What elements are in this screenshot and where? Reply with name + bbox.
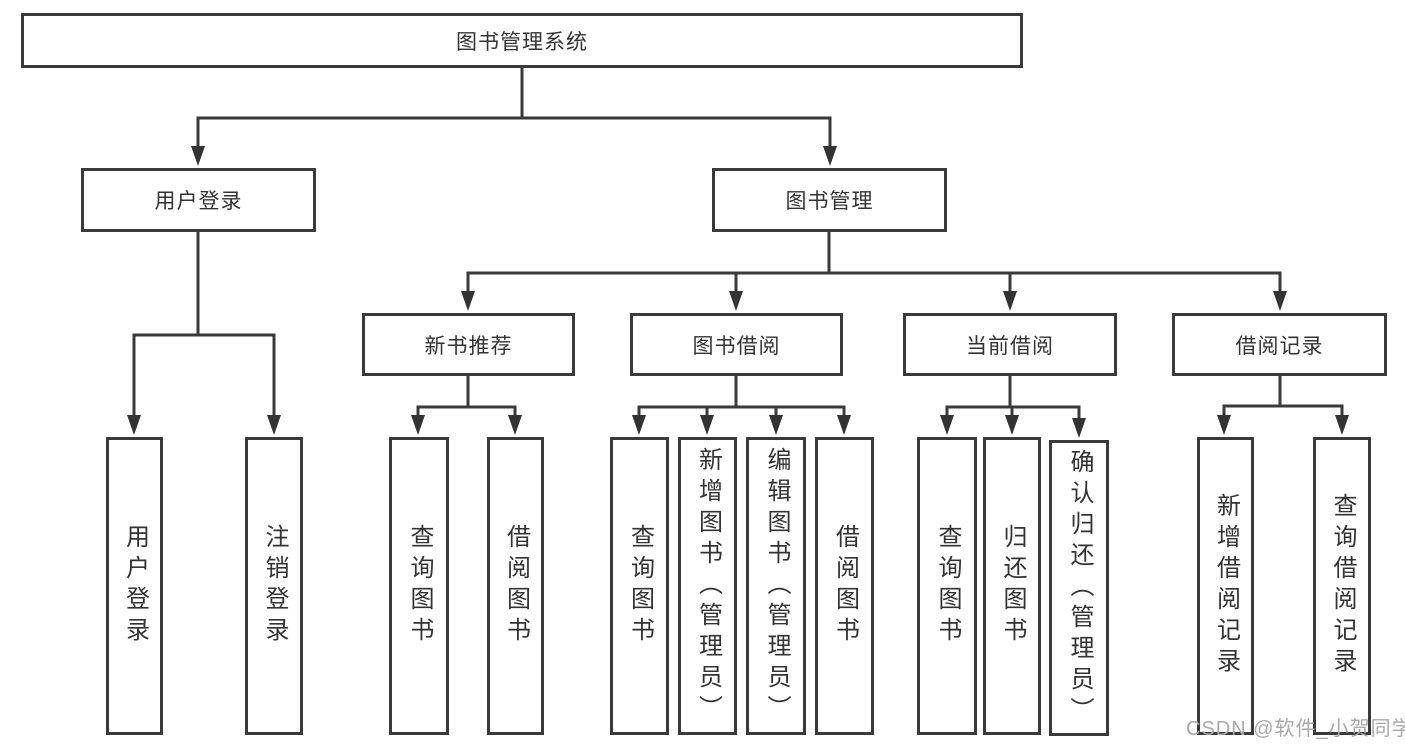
node-current-borrow: 当前借阅 <box>903 313 1117 376</box>
node-new-book-recommend: 新书推荐 <box>362 313 575 376</box>
csdn-watermark: CSDN @软件_小贺同学 <box>1186 718 1405 740</box>
leaf-confirm-return-admin: 确认归还（管理员） <box>1049 440 1109 736</box>
leaf-query-books-borrow: 查询图书 <box>610 437 669 735</box>
edge-book-borrow-to-leaves <box>632 376 851 435</box>
leaf-add-books-admin: 新增图书（管理员） <box>678 437 737 735</box>
edge-book-management-to-level3 <box>461 232 1287 311</box>
node-book-management: 图书管理 <box>712 168 947 232</box>
leaf-borrow-books: 借阅图书 <box>815 437 874 735</box>
node-library-management-system: 图书管理系统 <box>21 13 1023 68</box>
leaf-return-books: 归还图书 <box>983 437 1041 735</box>
leaf-query-borrow-record: 查询借阅记录 <box>1313 437 1371 735</box>
node-user-login: 用户登录 <box>81 168 316 232</box>
leaf-logout-login: 注销登录 <box>245 437 303 735</box>
node-book-borrow: 图书借阅 <box>630 313 843 376</box>
edge-current-borrow-to-leaves <box>940 376 1086 438</box>
edge-root-to-level2 <box>191 68 837 166</box>
edge-user-login-to-leaves <box>127 232 281 435</box>
leaf-query-books-recommend: 查询图书 <box>389 437 449 735</box>
leaf-borrow-books-recommend: 借阅图书 <box>487 437 544 735</box>
leaf-edit-books-admin: 编辑图书（管理员） <box>746 437 806 735</box>
edge-new-book-recommend-to-leaves <box>411 376 522 435</box>
node-borrow-records: 借阅记录 <box>1172 313 1387 376</box>
leaf-add-borrow-record: 新增借阅记录 <box>1197 437 1254 735</box>
leaf-query-books-current: 查询图书 <box>917 437 977 735</box>
edge-borrow-records-to-leaves <box>1217 376 1349 435</box>
leaf-user-login: 用户登录 <box>106 437 163 735</box>
